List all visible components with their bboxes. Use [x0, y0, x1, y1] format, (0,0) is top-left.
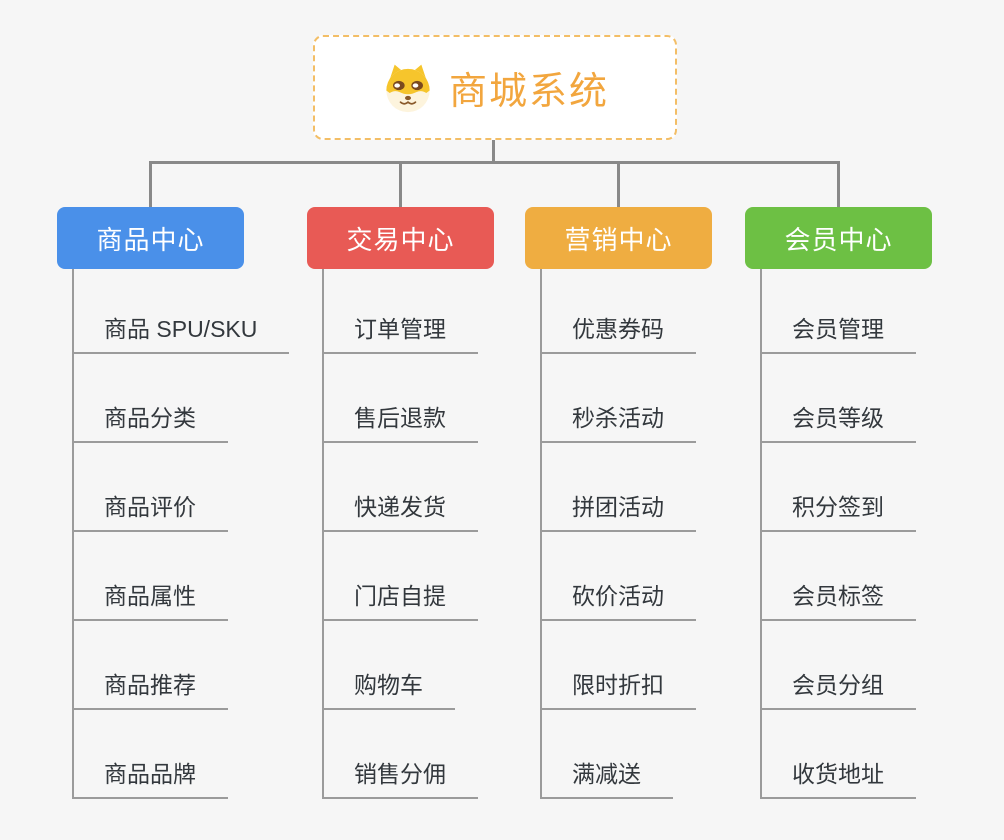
branch-items: 商品 SPU/SKU 商品分类商品评价商品属性商品推荐商品品牌	[72, 265, 290, 799]
connector-horizontal-bar	[149, 161, 840, 164]
subtopic-row: 商品评价	[72, 443, 289, 532]
subtopic-item[interactable]: 商品分类	[72, 399, 228, 443]
subtopic-row: 快递发货	[322, 443, 478, 532]
subtopic-item[interactable]: 会员等级	[760, 399, 916, 443]
subtopic-row: 商品推荐	[72, 621, 289, 710]
connector-drop-marketing	[617, 161, 620, 207]
branch-member-center: 会员中心 会员管理会员等级积分签到会员标签会员分组收货地址	[745, 207, 932, 807]
subtopic-item[interactable]: 会员分组	[760, 666, 916, 710]
subtopic-item[interactable]: 销售分佣	[322, 755, 478, 799]
subtopic-row: 积分签到	[760, 443, 916, 532]
subtopic-item[interactable]: 商品 SPU/SKU	[72, 310, 290, 354]
subtopic-row: 商品 SPU/SKU	[72, 265, 290, 354]
subtopic-row: 会员分组	[760, 621, 916, 710]
branch-goods-center: 商品中心 商品 SPU/SKU 商品分类商品评价商品属性商品推荐商品品牌	[57, 207, 290, 807]
branch-items: 订单管理售后退款快递发货门店自提购物车销售分佣	[322, 265, 478, 799]
branch-items: 会员管理会员等级积分签到会员标签会员分组收货地址	[760, 265, 916, 799]
branch-topic-marketing-center[interactable]: 营销中心	[525, 207, 712, 269]
connector-drop-goods	[149, 161, 152, 207]
subtopic-item[interactable]: 售后退款	[322, 399, 478, 443]
subtopic-item[interactable]: 订单管理	[322, 310, 478, 354]
subtopic-item[interactable]: 满减送	[540, 755, 673, 799]
branch-topic-trade-center[interactable]: 交易中心	[307, 207, 494, 269]
subtopic-row: 购物车	[322, 621, 478, 710]
subtopic-row: 满减送	[540, 710, 696, 799]
subtopic-row: 拼团活动	[540, 443, 696, 532]
shiba-dog-icon	[381, 63, 435, 113]
branch-trade-center: 交易中心 订单管理售后退款快递发货门店自提购物车销售分佣	[307, 207, 494, 807]
subtopic-row: 商品分类	[72, 354, 289, 443]
subtopic-row: 砍价活动	[540, 532, 696, 621]
subtopic-item[interactable]: 积分签到	[760, 488, 916, 532]
branch-connector-line	[540, 269, 542, 799]
connector-root-stem	[492, 140, 495, 162]
subtopic-row: 会员等级	[760, 354, 916, 443]
subtopic-row: 会员管理	[760, 265, 916, 354]
subtopic-item[interactable]: 商品评价	[72, 488, 228, 532]
subtopic-item[interactable]: 会员标签	[760, 577, 916, 621]
connector-drop-trade	[399, 161, 402, 207]
subtopic-item[interactable]: 拼团活动	[540, 488, 696, 532]
subtopic-row: 会员标签	[760, 532, 916, 621]
subtopic-row: 优惠券码	[540, 265, 696, 354]
subtopic-item[interactable]: 商品属性	[72, 577, 228, 621]
branch-topic-member-center[interactable]: 会员中心	[745, 207, 932, 269]
subtopic-item[interactable]: 限时折扣	[540, 666, 696, 710]
connector-drop-member	[837, 161, 840, 207]
subtopic-row: 限时折扣	[540, 621, 696, 710]
subtopic-item[interactable]: 商品品牌	[72, 755, 228, 799]
subtopic-row: 销售分佣	[322, 710, 478, 799]
subtopic-item[interactable]: 优惠券码	[540, 310, 696, 354]
root-topic-label: 商城系统	[448, 71, 609, 113]
branch-connector-line	[72, 269, 74, 799]
branch-topic-goods-center[interactable]: 商品中心	[57, 207, 244, 269]
subtopic-row: 售后退款	[322, 354, 478, 443]
subtopic-item[interactable]: 会员管理	[760, 310, 916, 354]
subtopic-row: 收货地址	[760, 710, 916, 799]
subtopic-row: 门店自提	[322, 532, 478, 621]
subtopic-item[interactable]: 砍价活动	[540, 577, 696, 621]
branch-connector-line	[322, 269, 324, 799]
subtopic-item[interactable]: 快递发货	[322, 488, 478, 532]
subtopic-row: 商品属性	[72, 532, 289, 621]
subtopic-item[interactable]: 收货地址	[760, 755, 916, 799]
subtopic-row: 订单管理	[322, 265, 478, 354]
subtopic-row: 商品品牌	[72, 710, 289, 799]
subtopic-item[interactable]: 商品推荐	[72, 666, 228, 710]
subtopic-row: 秒杀活动	[540, 354, 696, 443]
root-topic[interactable]: 商城系统	[313, 35, 677, 140]
branch-marketing-center: 营销中心 优惠券码秒杀活动拼团活动砍价活动限时折扣满减送	[525, 207, 712, 807]
subtopic-item[interactable]: 秒杀活动	[540, 399, 696, 443]
branch-items: 优惠券码秒杀活动拼团活动砍价活动限时折扣满减送	[540, 265, 696, 799]
branch-connector-line	[760, 269, 762, 799]
subtopic-item[interactable]: 门店自提	[322, 577, 478, 621]
subtopic-item[interactable]: 购物车	[322, 666, 455, 710]
